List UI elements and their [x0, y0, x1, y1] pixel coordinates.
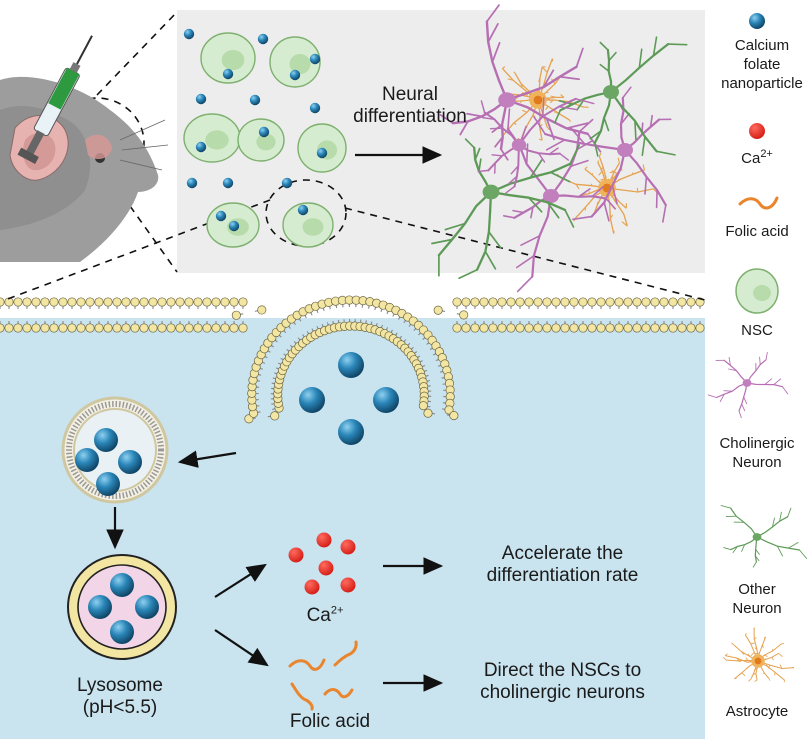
folic-acid-label-line: Folic acid [265, 711, 395, 733]
legend-nanoparticle-line-3: nanoparticle [712, 74, 812, 93]
lysosome-label-line-2: (pH<5.5) [55, 697, 185, 719]
legend-folic-acid-label: Folic acid [712, 222, 802, 241]
legend-calcium-icon [749, 123, 765, 139]
outcome-direct-line-2: cholinergic neurons [455, 682, 670, 704]
legend-nanoparticle-line-2: folate [712, 55, 812, 74]
legend-other-neuron-line-2: Neuron [712, 599, 802, 618]
legend-calcium-sup: 2+ [760, 148, 773, 160]
legend-cholinergic-line-2: Neuron [712, 453, 802, 472]
legend-calcium-base: Ca [741, 150, 760, 167]
legend-nsc-icon [736, 269, 778, 313]
neural-differentiation-line-1: Neural [345, 84, 475, 106]
legend-astrocyte-icon [723, 628, 794, 682]
calcium-label: Ca2+ [285, 605, 365, 627]
vesicle [63, 398, 167, 502]
legend-folic-acid-icon [740, 198, 777, 208]
calcium-label-sup: 2+ [331, 605, 344, 617]
legend-nanoparticle-label: Calcium folate nanoparticle [712, 36, 812, 93]
outcome-accelerate-line-1: Accelerate the [455, 543, 670, 565]
legend-cholinergic-line-1: Cholinergic [712, 434, 802, 453]
mouse-illustration [0, 31, 168, 262]
folic-acid-label: Folic acid [265, 711, 395, 733]
calcium-label-base: Ca [307, 605, 331, 626]
legend-other-neuron-line-1: Other [712, 580, 802, 599]
legend-astrocyte-line: Astrocyte [712, 702, 802, 721]
neural-differentiation-line-2: differentiation [345, 106, 475, 128]
lysosome-label: Lysosome (pH<5.5) [55, 675, 185, 719]
neural-differentiation-label: Neural differentiation [345, 84, 475, 128]
legend-nsc-line: NSC [712, 321, 802, 340]
outcome-accelerate-line-2: differentiation rate [455, 565, 670, 587]
legend-nsc-label: NSC [712, 321, 802, 340]
legend-nanoparticle-icon [749, 13, 765, 29]
legend-astrocyte-label: Astrocyte [712, 702, 802, 721]
outcome-accelerate-label: Accelerate the differentiation rate [455, 543, 670, 587]
lysosome [68, 555, 176, 659]
legend-folic-acid-line: Folic acid [712, 222, 802, 241]
outcome-direct-line-1: Direct the NSCs to [455, 660, 670, 682]
lysosome-label-line-1: Lysosome [55, 675, 185, 697]
legend-nanoparticle-line-1: Calcium [712, 36, 812, 55]
outcome-direct-label: Direct the NSCs to cholinergic neurons [455, 660, 670, 704]
legend-calcium-label: Ca2+ [712, 149, 802, 168]
legend-other-neuron-icon [721, 506, 807, 568]
legend-cholinergic-label: Cholinergic Neuron [712, 434, 802, 472]
legend-other-neuron-label: Other Neuron [712, 580, 802, 618]
legend-cholinergic-icon [708, 352, 787, 417]
